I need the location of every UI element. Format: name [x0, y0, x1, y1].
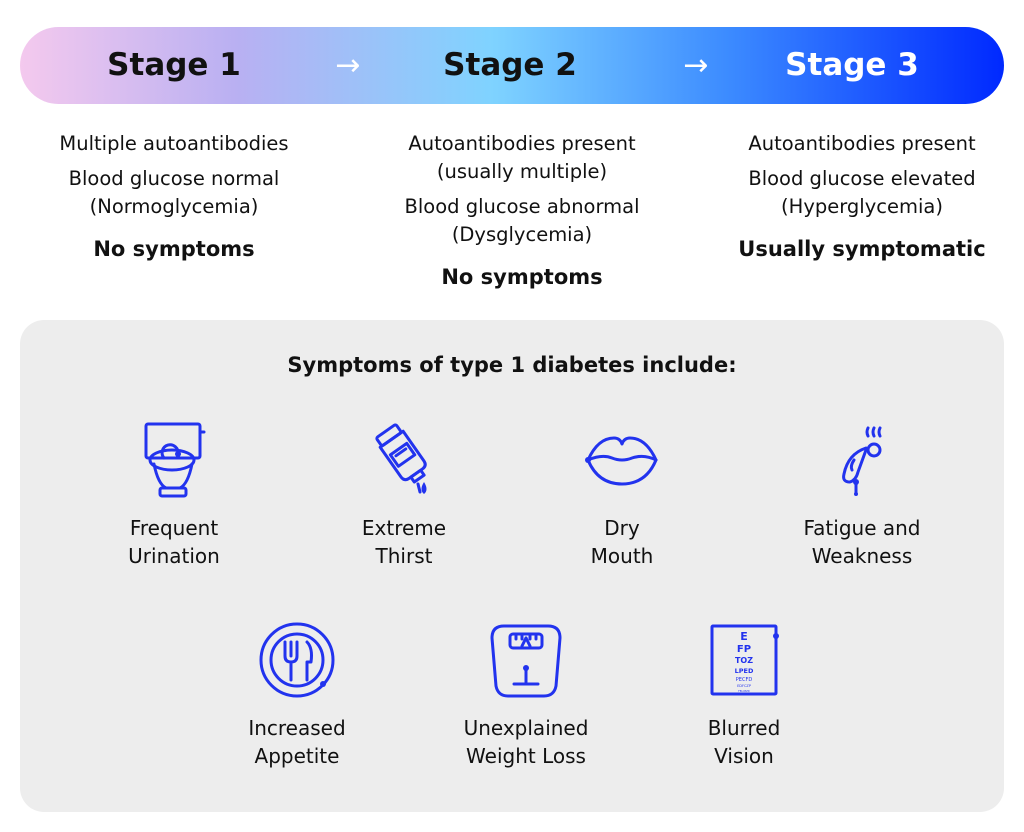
lips-icon	[585, 436, 658, 486]
symptom-increased-appetite: Increased Appetite	[197, 620, 397, 770]
stage-3-line: Blood glucose elevated	[748, 167, 976, 190]
symptom-frequent-urination: Frequent Urination	[74, 420, 274, 570]
arrow-right-icon: →	[683, 48, 709, 83]
symptom-unexplained-weight-loss: Unexplained Weight Loss	[426, 620, 626, 770]
stage-2-title: Stage 2	[443, 47, 577, 83]
symptom-fatigue-weakness: Fatigue and Weakness	[762, 420, 962, 570]
stage-2-line: (usually multiple)	[436, 160, 608, 183]
eye-chart-row: FP	[737, 644, 751, 655]
stage-3-description: Autoantibodies present Blood glucose ele…	[692, 130, 1024, 263]
stage-2-symptom: No symptoms	[441, 265, 603, 289]
stage-1-description: Multiple autoantibodies Blood glucose no…	[4, 130, 344, 263]
symptoms-title: Symptoms of type 1 diabetes include:	[287, 353, 737, 377]
stage-1-line: Blood glucose normal	[68, 167, 280, 190]
stage-2-description: Autoantibodies present (usually multiple…	[352, 130, 692, 291]
water-bottle-icon	[375, 423, 427, 494]
symptom-label: Vision	[714, 744, 774, 768]
arrow-right-icon: →	[335, 48, 361, 83]
stage-3-line: (Hyperglycemia)	[781, 195, 943, 218]
symptom-label: Frequent	[129, 516, 219, 540]
stage-1-line: Multiple autoantibodies	[59, 132, 289, 155]
tired-person-icon	[842, 426, 882, 496]
stage-1-title: Stage 1	[107, 47, 241, 83]
stage-3-line: Autoantibodies present	[748, 132, 976, 155]
symptom-label: Urination	[128, 544, 220, 568]
symptom-label: Increased	[248, 716, 346, 740]
symptom-label: Weakness	[811, 544, 913, 568]
fork-knife-plate-icon	[259, 622, 335, 698]
eye-chart-icon: E FP TOZ LPED PECFD EDFCZP FELOPZD	[710, 624, 779, 696]
eye-chart-row: FELOPZD	[738, 689, 750, 693]
symptom-label: Mouth	[590, 544, 654, 568]
symptom-dry-mouth: Dry Mouth	[522, 420, 722, 570]
symptom-label: Unexplained	[463, 716, 589, 740]
symptom-label: Dry	[604, 516, 640, 540]
eye-chart-row: LPED	[735, 667, 754, 675]
symptom-label: Blurred	[707, 716, 781, 740]
eye-chart-row: TOZ	[735, 656, 753, 665]
symptom-label: Appetite	[254, 744, 340, 768]
eye-chart-row: PECFD	[736, 677, 753, 683]
symptoms-panel	[20, 320, 1004, 812]
stage-progress-bar: Stage 1 → Stage 2 → Stage 3	[20, 27, 1004, 104]
toilet-icon	[144, 422, 206, 498]
weight-scale-icon	[490, 624, 562, 698]
stage-3-symptom: Usually symptomatic	[738, 237, 986, 261]
symptom-label: Weight Loss	[466, 744, 586, 768]
symptom-blurred-vision: E FP TOZ LPED PECFD EDFCZP FELOPZD Blurr…	[644, 620, 844, 770]
symptom-label: Thirst	[375, 544, 433, 568]
symptom-label: Fatigue and	[803, 516, 921, 540]
stage-2-line: (Dysglycemia)	[451, 223, 593, 246]
stage-1-line: (Normoglycemia)	[89, 195, 259, 218]
symptom-extreme-thirst: Extreme Thirst	[304, 420, 504, 570]
stage-3-title: Stage 3	[785, 47, 919, 83]
symptom-label: Extreme	[361, 516, 447, 540]
eye-chart-row: EDFCZP	[737, 684, 751, 688]
stage-1-symptom: No symptoms	[93, 237, 255, 261]
stage-2-line: Autoantibodies present	[408, 132, 636, 155]
eye-chart-row: E	[740, 630, 748, 643]
stage-2-line: Blood glucose abnormal	[404, 195, 640, 218]
